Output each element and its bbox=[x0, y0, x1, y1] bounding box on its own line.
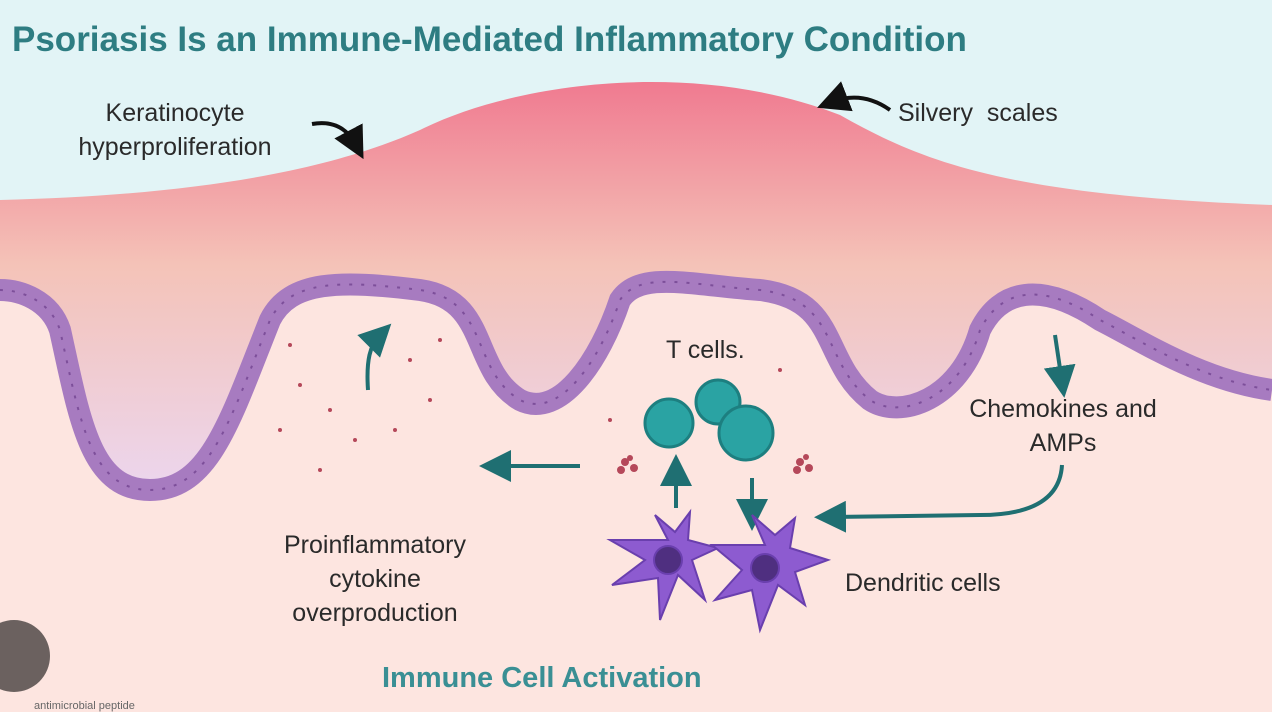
cytokine-particles bbox=[278, 338, 813, 474]
subtitle: Immune Cell Activation bbox=[382, 662, 702, 694]
chemokines-label: Chemokines and AMPs bbox=[969, 395, 1157, 457]
return-arrow-icon bbox=[814, 464, 1064, 533]
t-cells-label: T cells. bbox=[666, 336, 745, 364]
cytokine-label: Proinflammatory cytokine overproduction bbox=[284, 531, 466, 627]
dendritic-label: Dendritic cells bbox=[845, 569, 1001, 597]
chemokine-down-arrow-icon bbox=[1043, 334, 1076, 398]
page-title: Psoriasis Is an Immune-Mediated Inflamma… bbox=[12, 20, 967, 59]
dendritic-cells bbox=[606, 508, 832, 634]
basement-membrane bbox=[0, 270, 1272, 502]
t-cells bbox=[643, 378, 775, 462]
scales-arrow-icon bbox=[817, 81, 892, 112]
up-curve-arrow-icon bbox=[357, 323, 392, 391]
keratinocyte-label: Keratinocyte hyperproliferation bbox=[78, 99, 272, 161]
keratinocyte-arrow-icon bbox=[311, 121, 364, 160]
scales-label: Silvery scales bbox=[898, 99, 1058, 127]
footnote: antimicrobial peptide bbox=[34, 700, 135, 712]
